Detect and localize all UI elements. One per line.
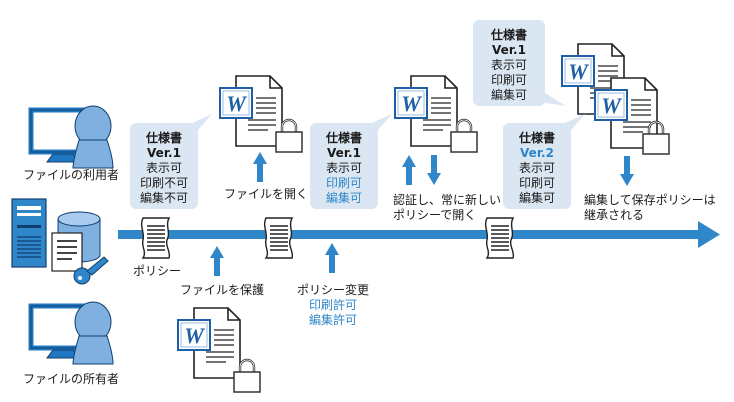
policy-document-icon [484,217,515,259]
policy-document-icon [263,217,294,259]
bubble-tail [370,114,392,130]
protected-word-document-icon [219,75,304,154]
bubble-title: 仕様書 [490,28,527,42]
bubble-line: 印刷可 [518,176,555,190]
bubble-version: Ver.1 [327,146,361,160]
spec-bubble-2: 仕様書 Ver.1 表示可 印刷可 編集可 [310,123,378,209]
arrow-down-icon [620,156,634,186]
bubble-line: 編集可 [490,88,527,102]
policy-document-icon [140,217,171,259]
bubble-tail [540,90,566,106]
bubble-title: 仕様書 [518,131,555,145]
edit-allowed-text: 編集許可 [308,313,357,327]
bubble-tail [190,114,212,130]
spec-bubble-1: 仕様書 Ver.1 表示可 印刷不可 編集不可 [130,123,198,209]
bubble-line: 表示可 [325,161,362,175]
inherit-label: 編集して保存ポリシーは 継承される [584,193,716,223]
bubble-line: 表示可 [518,161,555,175]
owner-icon [31,300,115,366]
spec-bubble-4: 仕様書 Ver.2 表示可 印刷可 編集可 [503,123,571,209]
arrow-up-icon [325,243,339,273]
bubble-line: 編集不可 [139,191,188,205]
spec-bubble-3: 仕様書 Ver.1 表示可 印刷可 編集可 [473,20,545,106]
arrow-up-icon [402,155,416,185]
arrow-down-icon [427,155,441,185]
print-allowed-text: 印刷許可 [308,298,357,312]
bubble-line: 印刷可 [490,73,527,87]
server-icon [11,198,109,285]
bubble-line: 編集可 [518,191,555,205]
policy-label: ポリシー [133,264,182,278]
bubble-version: Ver.2 [520,146,554,160]
bubble-title: 仕様書 [325,131,362,145]
bubble-line: 印刷可 [325,176,362,190]
protected-word-document-icon [394,75,479,154]
open-file-label: ファイルを開く [224,187,309,201]
arrow-up-icon [210,246,224,276]
protect-file-label: ファイルを保護 [180,283,265,297]
policy-change-label: ポリシー変更 印刷許可 編集許可 [288,283,378,328]
bubble-version: Ver.1 [147,146,181,160]
protected-word-document-icon [177,307,262,394]
bubble-line: 表示可 [145,161,182,175]
auth-label: 認証し、常に新しい ポリシーで開く [393,193,501,223]
bubble-tail [563,114,585,130]
policy-change-title: ポリシー変更 [296,283,369,297]
bubble-title: 仕様書 [145,131,182,145]
inherit-label-line: 継承される [584,208,645,222]
owner-label: ファイルの所有者 [23,372,120,386]
user-label: ファイルの利用者 [23,168,120,182]
bubble-line: 表示可 [490,58,527,72]
auth-label-line: 認証し、常に新しい [393,193,502,207]
inherit-label-line: 編集して保存ポリシーは [584,193,716,207]
user-icon [31,104,115,170]
protected-word-document-icon [594,77,671,156]
bubble-line: 印刷不可 [139,176,188,190]
bubble-version: Ver.1 [492,43,526,57]
auth-label-line: ポリシーで開く [393,208,477,222]
bubble-line: 編集可 [325,191,362,205]
arrow-up-icon [253,152,267,182]
